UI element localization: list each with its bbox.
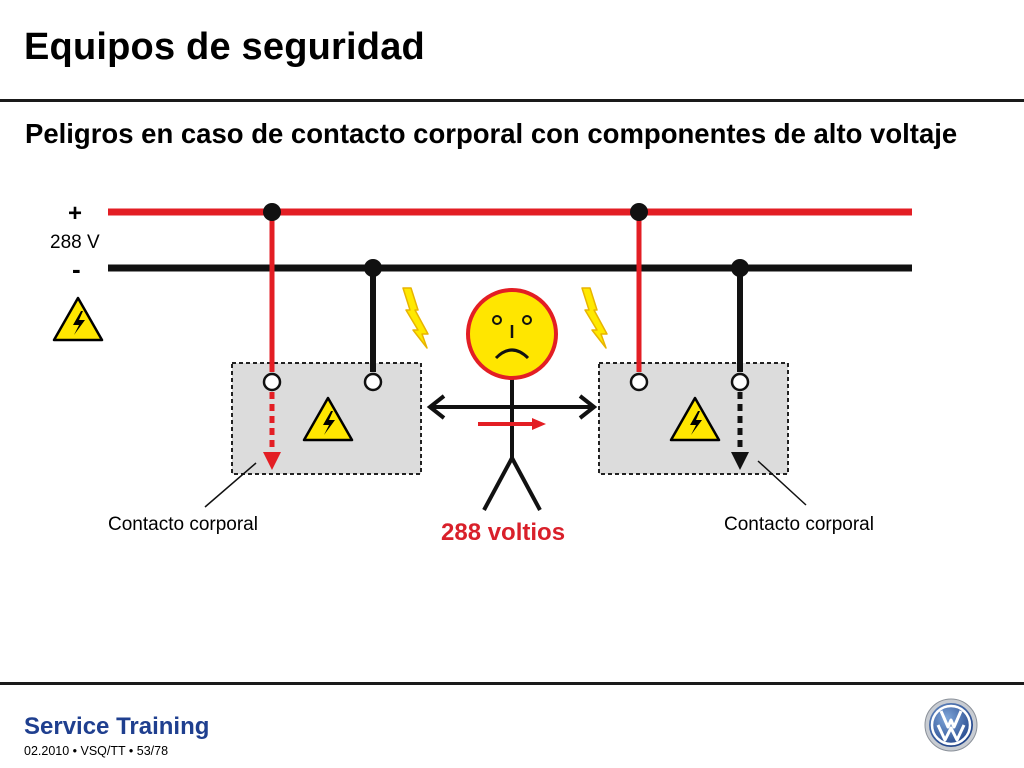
- vw-logo-icon: [924, 698, 978, 752]
- body-voltage-label: 288 voltios: [441, 519, 566, 546]
- junction-dot: [263, 203, 281, 221]
- right-current-arrowhead: [731, 452, 749, 470]
- lightning-bolt-icon: [402, 287, 429, 349]
- high-voltage-warning-icon: [52, 296, 104, 342]
- junction-dot: [364, 259, 382, 277]
- negative-label: -: [72, 254, 81, 284]
- terminal-circle: [262, 372, 282, 392]
- contact-label-right: Contacto corporal: [724, 514, 874, 535]
- slide-subtitle: Peligros en caso de contacto corporal co…: [25, 118, 958, 149]
- person-figure: [426, 288, 598, 511]
- contact-label-left: Contacto corporal: [108, 514, 258, 535]
- lightning-bolt-icon: [581, 287, 608, 349]
- callout-line-right: [757, 460, 807, 506]
- slide-title: Equipos de seguridad: [24, 26, 425, 68]
- left-current-arrowhead: [263, 452, 281, 470]
- junction-dot: [731, 259, 749, 277]
- terminal-circle: [363, 372, 383, 392]
- title-divider: [0, 99, 1024, 102]
- junction-dot: [630, 203, 648, 221]
- callout-line-left: [204, 462, 257, 508]
- positive-label: +: [68, 200, 83, 227]
- footer-meta: 02.2010 • VSQ/TT • 53/78: [24, 744, 169, 758]
- terminal-circle: [629, 372, 649, 392]
- terminal-circle: [730, 372, 750, 392]
- voltage-label: 288 V: [50, 232, 100, 253]
- service-training-brand: Service Training: [24, 713, 210, 740]
- footer-divider: [0, 682, 1024, 685]
- body-current-arrowhead: [532, 418, 546, 430]
